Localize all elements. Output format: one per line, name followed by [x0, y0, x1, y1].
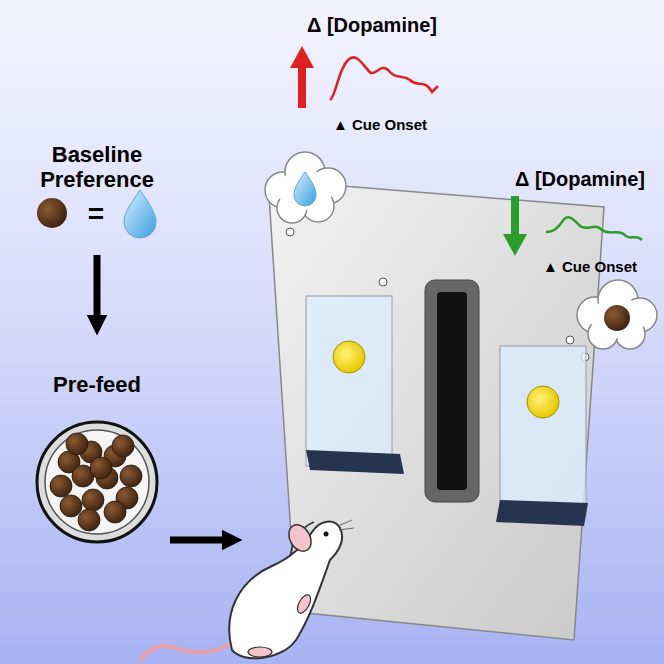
nosepoke-panel: [306, 296, 392, 466]
condition-label: Pre-feed: [12, 372, 182, 397]
pellet-icon: [66, 433, 88, 455]
water-drop-icon: [294, 172, 316, 206]
event-label: ▲ Cue Onset: [315, 116, 445, 133]
lever: [306, 450, 404, 474]
cue-light: [286, 228, 294, 236]
food-port: [425, 280, 479, 502]
dopamine-decrease: [503, 196, 642, 256]
pellet-icon: [37, 198, 67, 228]
cue-light: [566, 336, 574, 344]
flow-arrow: [170, 537, 232, 544]
thought-cloud: [265, 152, 346, 223]
cue-light: [379, 278, 387, 286]
pellet-icon: [90, 457, 112, 479]
flow-arrow: [94, 255, 101, 325]
cue-light: [333, 341, 365, 373]
pellet-icon: [60, 495, 82, 517]
condition-label: Baseline Preference: [7, 142, 187, 193]
pellet-icon: [78, 509, 100, 531]
pellet-icon: [604, 305, 630, 331]
signal-label: Δ [Dopamine]: [287, 14, 457, 37]
equals-sign: =: [81, 198, 111, 230]
dopamine-increase: [290, 46, 438, 108]
lever: [496, 500, 588, 526]
water-drop-icon: [124, 190, 156, 238]
pellet-icon: [112, 435, 134, 457]
cue-light: [527, 386, 559, 418]
event-label: ▲ Cue Onset: [525, 258, 655, 275]
nosepoke-panel: [500, 346, 586, 516]
signal-label: Δ [Dopamine]: [505, 168, 655, 191]
pellet-icon: [82, 489, 104, 511]
food-plate: [37, 422, 157, 542]
pellet-icon: [104, 501, 126, 523]
rat: [140, 520, 354, 660]
pellet-icon: [50, 475, 72, 497]
thought-cloud: [577, 280, 657, 349]
food-port: [437, 292, 467, 490]
pellet-icon: [120, 465, 142, 487]
